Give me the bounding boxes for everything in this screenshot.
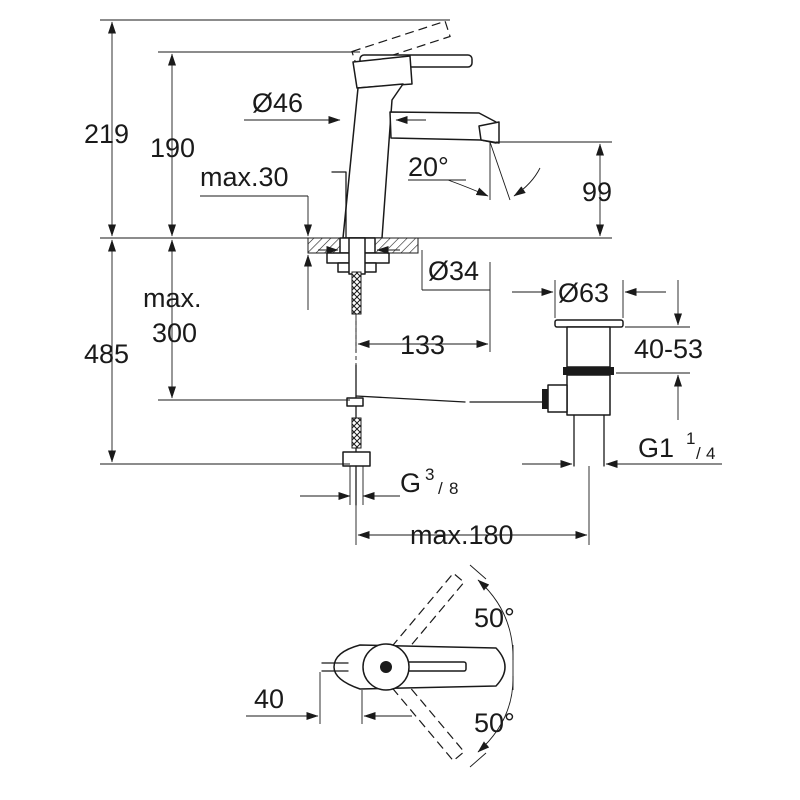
label-max: max.	[143, 283, 202, 313]
drain-tailpiece	[566, 374, 611, 416]
label-max-30: max.30	[200, 162, 289, 192]
drain-flange	[554, 319, 624, 328]
supply-hose	[351, 417, 362, 449]
popup-rod	[331, 171, 347, 239]
label-g1-1-4-denominator: 4	[706, 444, 715, 463]
faucet-top-view	[246, 564, 514, 768]
label-190: 190	[150, 133, 195, 163]
label-20-degrees: 20°	[408, 152, 449, 182]
label-219: 219	[84, 119, 129, 149]
label-g-3-8-denominator: 8	[449, 479, 458, 498]
label-g-3-8-numerator: 3	[425, 465, 434, 484]
handle-cap	[352, 55, 413, 89]
label-300: 300	[152, 318, 197, 348]
dimension-labels: 219 190 Ø46 max.30 20° 99 Ø34 Ø63 max. 3…	[84, 88, 715, 738]
faucet-body	[342, 83, 404, 239]
label-g1-1-4-numerator: 1	[686, 429, 695, 448]
label-diameter-34: Ø34	[428, 256, 479, 286]
handle-center	[380, 661, 392, 673]
label-g-3-8-slash: /	[438, 479, 443, 498]
top-lever	[403, 661, 467, 672]
pull-rod	[355, 395, 545, 403]
label-133: 133	[400, 330, 445, 360]
label-g-3-8: G	[400, 468, 421, 498]
label-99: 99	[582, 177, 612, 207]
pop-up-drain	[542, 319, 624, 467]
label-40-53: 40-53	[634, 334, 703, 364]
drain-lever-nut	[542, 389, 548, 409]
label-40: 40	[254, 684, 284, 714]
label-diameter-63: Ø63	[558, 278, 609, 308]
label-g1-1-4: G1	[638, 433, 674, 463]
label-50-degrees-bottom: 50°	[474, 708, 515, 738]
valve-fitting	[346, 397, 364, 407]
dimension-lines	[100, 19, 722, 545]
drain-nut	[563, 367, 614, 375]
drain-pipe	[573, 414, 605, 467]
flex-hose	[351, 271, 362, 315]
label-max-180: max.180	[410, 520, 514, 550]
label-g1-1-4-slash: /	[696, 444, 701, 463]
label-50-degrees-top: 50°	[474, 603, 515, 633]
label-diameter-46: Ø46	[252, 88, 303, 118]
drain-lever-housing	[547, 384, 568, 413]
label-485: 485	[84, 339, 129, 369]
drain-body	[566, 326, 611, 368]
spout-outlet	[478, 121, 500, 144]
threaded-stud	[348, 237, 366, 275]
top-popup-rod	[321, 662, 349, 672]
